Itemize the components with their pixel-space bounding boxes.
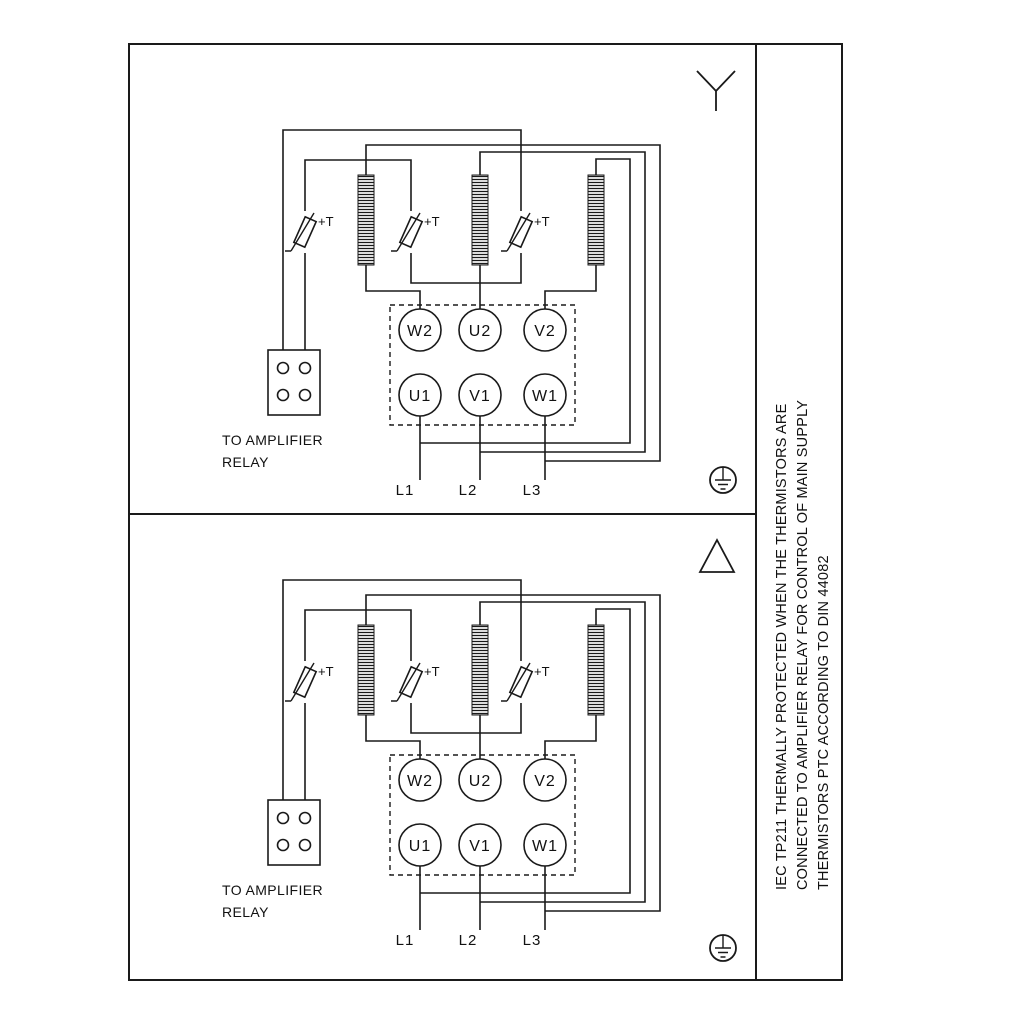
thermistor-label: +T xyxy=(424,664,440,679)
svg-text:V1: V1 xyxy=(469,388,491,405)
svg-text:V2: V2 xyxy=(534,323,556,340)
terminal-w1: W1 xyxy=(523,373,567,417)
terminal-v2: V2 xyxy=(523,758,567,802)
circuit-wires xyxy=(282,129,661,480)
delta-wiring-panel: +T +T +T W2 U2 V2 U1 V1 W1 xyxy=(222,538,737,962)
svg-text:V2: V2 xyxy=(534,773,556,790)
side-note-line-2: CONNECTED TO AMPLIFIER RELAY FOR CONTROL… xyxy=(795,399,811,890)
thermistor-symbol-3 xyxy=(501,662,534,702)
supply-line-l1: L1 xyxy=(396,932,415,949)
winding-symbol-3 xyxy=(587,174,605,266)
winding-symbol-2 xyxy=(471,174,489,266)
protective-earth-icon xyxy=(709,934,737,962)
protective-earth-icon xyxy=(709,466,737,494)
terminal-u1: U1 xyxy=(398,823,442,867)
winding-symbol-1 xyxy=(357,624,375,716)
thermistor-label: +T xyxy=(318,664,334,679)
thermistor-symbol-1 xyxy=(285,212,318,252)
terminal-v2: V2 xyxy=(523,308,567,352)
svg-text:W2: W2 xyxy=(407,323,433,340)
supply-line-l1: L1 xyxy=(396,482,415,499)
terminal-u1: U1 xyxy=(398,373,442,417)
svg-text:V1: V1 xyxy=(469,838,491,855)
svg-text:U1: U1 xyxy=(409,388,431,405)
amplifier-relay-terminal-block xyxy=(267,349,321,416)
relay-label-line2: RELAY xyxy=(222,454,269,470)
relay-label-line1: TO AMPLIFIER xyxy=(222,432,323,448)
terminal-v1: V1 xyxy=(458,373,502,417)
thermistor-symbol-2 xyxy=(391,212,424,252)
thermistor-symbol-2 xyxy=(391,662,424,702)
frame-divider-vertical xyxy=(755,43,757,981)
thermistor-label: +T xyxy=(424,214,440,229)
circuit-wires xyxy=(282,579,661,930)
supply-line-l3: L3 xyxy=(523,932,542,949)
supply-line-l2: L2 xyxy=(459,482,478,499)
svg-text:U2: U2 xyxy=(469,323,491,340)
winding-symbol-1 xyxy=(357,174,375,266)
relay-label-line2: RELAY xyxy=(222,904,269,920)
star-connection-icon xyxy=(696,70,736,111)
side-note-line-3: THERMISTORS PTC ACCORDING TO DIN 44082 xyxy=(816,555,832,890)
svg-text:W1: W1 xyxy=(532,388,558,405)
terminal-board-outline xyxy=(389,304,576,426)
terminal-u2: U2 xyxy=(458,758,502,802)
terminal-u2: U2 xyxy=(458,308,502,352)
amplifier-relay-terminal-block xyxy=(267,799,321,866)
side-note: IEC TP211 THERMALLY PROTECTED WHEN THE T… xyxy=(772,370,835,890)
svg-text:W2: W2 xyxy=(407,773,433,790)
winding-symbol-2 xyxy=(471,624,489,716)
supply-line-l3: L3 xyxy=(523,482,542,499)
terminal-w2: W2 xyxy=(398,758,442,802)
terminal-w1: W1 xyxy=(523,823,567,867)
thermistor-symbol-1 xyxy=(285,662,318,702)
side-note-line-1: IEC TP211 THERMALLY PROTECTED WHEN THE T… xyxy=(774,403,790,890)
supply-line-l2: L2 xyxy=(459,932,478,949)
terminal-v1: V1 xyxy=(458,823,502,867)
svg-text:W1: W1 xyxy=(532,838,558,855)
thermistor-label: +T xyxy=(318,214,334,229)
thermistor-label: +T xyxy=(534,214,550,229)
terminal-w2: W2 xyxy=(398,308,442,352)
thermistor-label: +T xyxy=(534,664,550,679)
frame-divider-horizontal xyxy=(128,513,757,515)
svg-text:U1: U1 xyxy=(409,838,431,855)
svg-text:U2: U2 xyxy=(469,773,491,790)
delta-connection-icon xyxy=(698,538,736,573)
terminal-board-outline xyxy=(389,754,576,876)
relay-label-line1: TO AMPLIFIER xyxy=(222,882,323,898)
star-wiring-panel: +T +T +T W2 U2 V2 U1 V1 W1 TO AMPLIFIER … xyxy=(222,70,737,499)
winding-symbol-3 xyxy=(587,624,605,716)
thermistor-symbol-3 xyxy=(501,212,534,252)
